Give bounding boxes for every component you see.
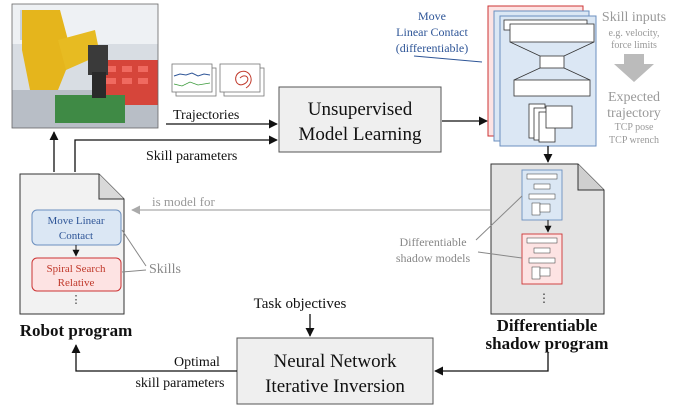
- trajectories-label: Trajectories: [173, 108, 239, 123]
- svg-text:(differentiable): (differentiable): [396, 41, 468, 55]
- svg-text:Move Linear: Move Linear: [47, 215, 104, 227]
- shadow-models-pointer-1: [475, 195, 523, 241]
- shadow-models-label-line2: shadow models: [396, 251, 471, 265]
- shadow-models-pointer-2: [477, 251, 523, 259]
- unsupervised-learning-box: Unsupervised Model Learning: [278, 86, 442, 153]
- move-linear-contact-label: Move Linear Contact (differentiable): [396, 9, 483, 63]
- skill-inputs-title: Skill inputs: [602, 10, 666, 25]
- optimal-label-line2: skill parameters: [135, 376, 224, 391]
- svg-text:Move: Move: [418, 9, 446, 23]
- skill-inputs-panel: Skill inputs e.g. velocity, force limits…: [602, 10, 666, 146]
- svg-text:Contact: Contact: [59, 230, 93, 242]
- skills-pointer-1: [121, 229, 147, 267]
- svg-text:Spiral Search: Spiral Search: [47, 263, 106, 275]
- svg-text:Linear Contact: Linear Contact: [396, 25, 468, 39]
- robot-program-document: Move Linear Contact Spiral Search Relati…: [19, 173, 125, 315]
- svg-text:TCP wrench: TCP wrench: [609, 135, 659, 146]
- inversion-box: Neural Network Iterative Inversion: [236, 337, 434, 405]
- shadow-models-label-line1: Differentiable: [399, 235, 466, 249]
- svg-text:Relative: Relative: [58, 277, 95, 289]
- inversion-line2: Iterative Inversion: [265, 376, 405, 397]
- robot-ellipsis: ⋮: [71, 294, 82, 306]
- trajectory-thumbnails: [171, 63, 265, 97]
- svg-text:trajectory: trajectory: [607, 106, 661, 121]
- shadow-program-title-line2: shadow program: [486, 334, 609, 353]
- skill-parameters-arrow: [74, 135, 278, 172]
- skills-pointer-2: [121, 269, 147, 273]
- svg-text:TCP pose: TCP pose: [615, 122, 654, 133]
- skills-label: Skills: [149, 262, 181, 277]
- shadow-program-document: ⋮: [490, 163, 605, 315]
- is-model-for-label: is model for: [152, 194, 215, 209]
- optimal-label-line1: Optimal: [174, 355, 220, 370]
- inversion-line1: Neural Network: [274, 351, 397, 372]
- task-objectives-label: Task objectives: [254, 296, 347, 312]
- unsupervised-line2: Model Learning: [299, 124, 422, 145]
- skill-spiral-search-relative: Spiral Search Relative: [31, 257, 122, 292]
- unsupervised-line1: Unsupervised: [308, 99, 413, 120]
- shadow-ellipsis: ⋮: [538, 291, 550, 305]
- inversion-to-program-arrow: [71, 344, 237, 372]
- svg-text:Expected: Expected: [608, 90, 660, 105]
- skill-parameters-label: Skill parameters: [146, 149, 237, 164]
- down-arrow-icon: [614, 54, 654, 82]
- network-model-stack: [487, 5, 597, 147]
- shadow-program-title-line1: Differentiable: [497, 316, 598, 335]
- skill-move-linear-contact: Move Linear Contact: [31, 209, 122, 246]
- robot-program-title: Robot program: [20, 321, 133, 340]
- svg-text:force limits: force limits: [611, 40, 657, 51]
- robot-photo: [11, 3, 159, 129]
- svg-text:e.g. velocity,: e.g. velocity,: [608, 28, 659, 39]
- shadow-to-inversion-arrow: [434, 352, 549, 376]
